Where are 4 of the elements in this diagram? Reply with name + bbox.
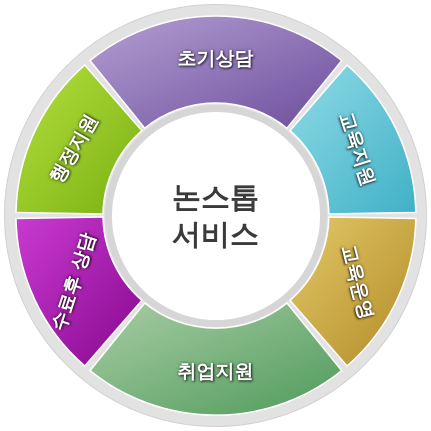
segment-label: 초기상담 — [177, 50, 254, 68]
center-label: 논스톱 서비스 — [171, 179, 260, 252]
segment-label: 수료후 상담 — [48, 230, 98, 333]
segment-label: 취업지원 — [177, 362, 254, 382]
